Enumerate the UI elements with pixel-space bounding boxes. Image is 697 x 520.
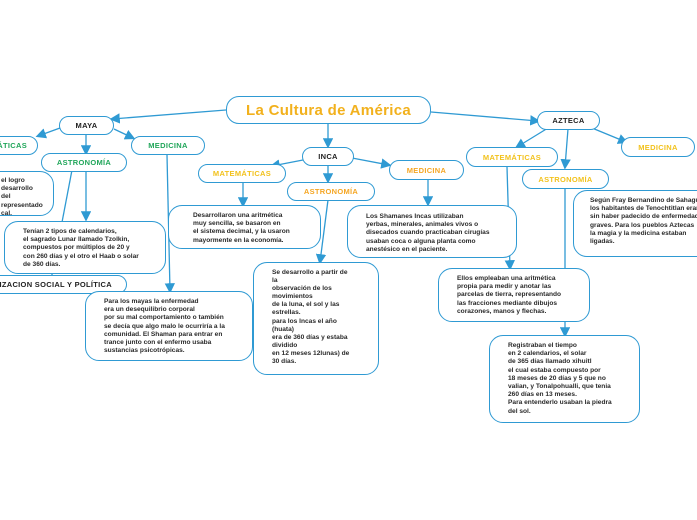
azteca-medicina-node: MEDICINA xyxy=(621,137,695,157)
maya-medicina-note: Para los mayas la enfermedad era un dese… xyxy=(85,291,253,361)
inca-matematicas-note: Desarrollaron una aritmética muy sencill… xyxy=(168,205,321,249)
azteca-matematicas-note: Ellos empleaban una aritmética propia pa… xyxy=(438,268,590,322)
maya-calendarios-note: Tenían 2 tipos de calendarios, el sagrad… xyxy=(4,221,166,274)
azteca-medicina-note: Según Fray Bernandino de Sahagún los hab… xyxy=(573,190,697,257)
inca-matematicas-node: MATEMÁTICAS xyxy=(198,164,286,183)
azteca-astronomia-note: Registraban el tiempo en 2 calendarios, … xyxy=(489,335,640,423)
maya-astronomia-node: ASTRONOMÍA xyxy=(41,153,127,172)
maya-organizacion-node: ORGANIZACION SOCIAL Y POLÍTICA xyxy=(0,275,127,294)
inca-medicina-note: Los Shamanes Incas utilizaban yerbas, mi… xyxy=(347,205,517,258)
map-title: La Cultura de América xyxy=(226,96,431,124)
azteca-astronomia-node: ASTRONOMÍA xyxy=(522,169,609,189)
maya-medicina-node: MEDICINA xyxy=(131,136,205,155)
inca-astronomia-node: ASTRONOMÍA xyxy=(287,182,375,201)
maya-matematicas-node: MATEMÁTICAS xyxy=(0,136,38,155)
azteca-node: AZTECA xyxy=(537,111,600,130)
maya-astronomia-note: el logro desarrollo del representado cal… xyxy=(0,171,54,217)
inca-node: INCA xyxy=(302,147,354,166)
maya-node: MAYA xyxy=(59,116,114,135)
inca-astronomia-note: Se desarrollo a partir de la observación… xyxy=(253,262,379,375)
inca-medicina-node: MEDICINA xyxy=(389,160,464,180)
azteca-matematicas-node: MATEMÁTICAS xyxy=(466,147,558,167)
